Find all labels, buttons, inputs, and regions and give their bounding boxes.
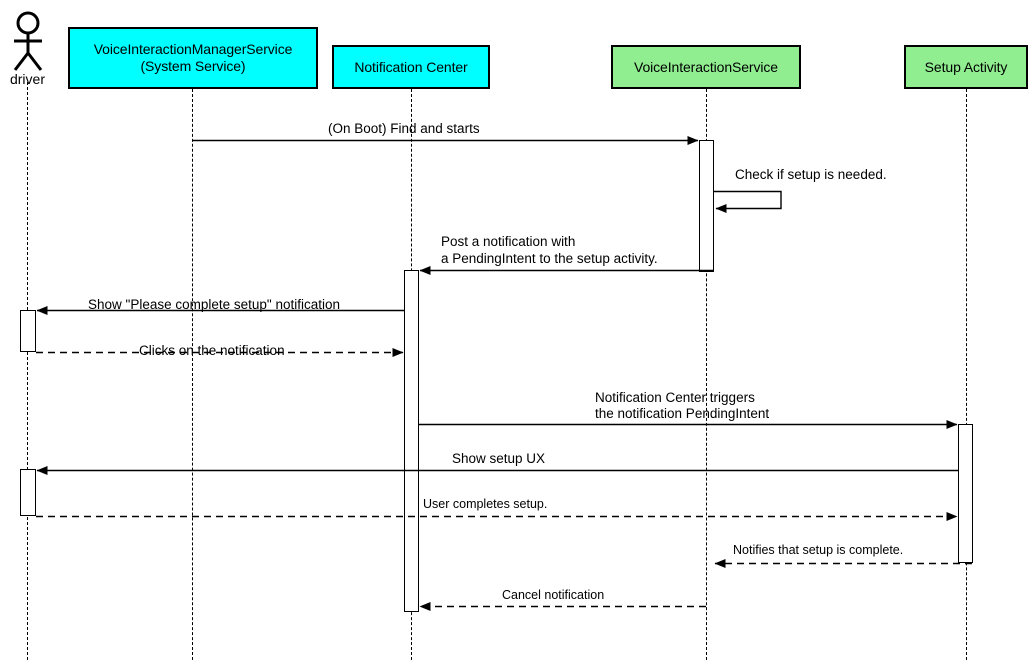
activation-setup-activity bbox=[958, 424, 973, 563]
actor-driver-label: driver bbox=[9, 71, 45, 87]
stick-figure-icon bbox=[13, 11, 43, 71]
lifeline-setup-activity bbox=[966, 89, 967, 660]
participant-voiceinteractionmanagerservice[interactable]: VoiceInteractionManagerService (System S… bbox=[68, 27, 318, 89]
message-label-on-boot-find-and-starts: (On Boot) Find and starts bbox=[328, 121, 480, 136]
lifeline-voiceinteractionservice bbox=[706, 89, 707, 660]
message-label-notifies-that-setup-is-complete: Notifies that setup is complete. bbox=[733, 543, 904, 557]
participant-vims-label-line1: VoiceInteractionManagerService bbox=[93, 41, 293, 57]
participant-notification-center[interactable]: Notification Center bbox=[332, 45, 490, 89]
activation-voiceinteractionservice bbox=[699, 140, 714, 272]
lifeline-vims bbox=[192, 89, 193, 660]
message-label-show-please-complete-setup-notification: Show "Please complete setup" notificatio… bbox=[88, 297, 340, 312]
message-label-show-setup-ux: Show setup UX bbox=[452, 451, 546, 466]
activation-driver-2 bbox=[20, 469, 36, 516]
participant-vims-label-line2: (System Service) bbox=[140, 58, 246, 74]
participant-notification-center-label: Notification Center bbox=[354, 58, 468, 75]
message-label-notification-center-triggers-line1: Notification Center triggers bbox=[595, 390, 755, 405]
message-label-post-a-notification-line2: a PendingIntent to the setup activity. bbox=[441, 251, 658, 266]
participant-voiceinteractionservice[interactable]: VoiceInteractionService bbox=[611, 45, 801, 89]
participant-setup-activity-label: Setup Activity bbox=[924, 58, 1008, 75]
message-label-cancel-notification: Cancel notification bbox=[502, 588, 605, 602]
message-label-notification-center-triggers-line2: the notification PendingIntent bbox=[595, 406, 770, 421]
activation-notification-center bbox=[404, 270, 419, 612]
actor-driver[interactable] bbox=[6, 10, 50, 77]
message-label-post-a-notification-line1: Post a notification with bbox=[441, 234, 576, 249]
participant-setup-activity[interactable]: Setup Activity bbox=[904, 45, 1028, 89]
lifeline-driver bbox=[27, 82, 28, 660]
message-label-clicks-on-the-notification: Clicks on the notification bbox=[139, 343, 285, 358]
message-label-user-completes-setup: User completes setup. bbox=[423, 497, 548, 511]
participant-voiceinteractionservice-label: VoiceInteractionService bbox=[633, 58, 778, 75]
message-arrow-check-if-setup-is-needed bbox=[714, 190, 782, 213]
activation-driver-1 bbox=[20, 310, 36, 352]
message-label-check-if-setup-is-needed: Check if setup is needed. bbox=[735, 167, 887, 182]
